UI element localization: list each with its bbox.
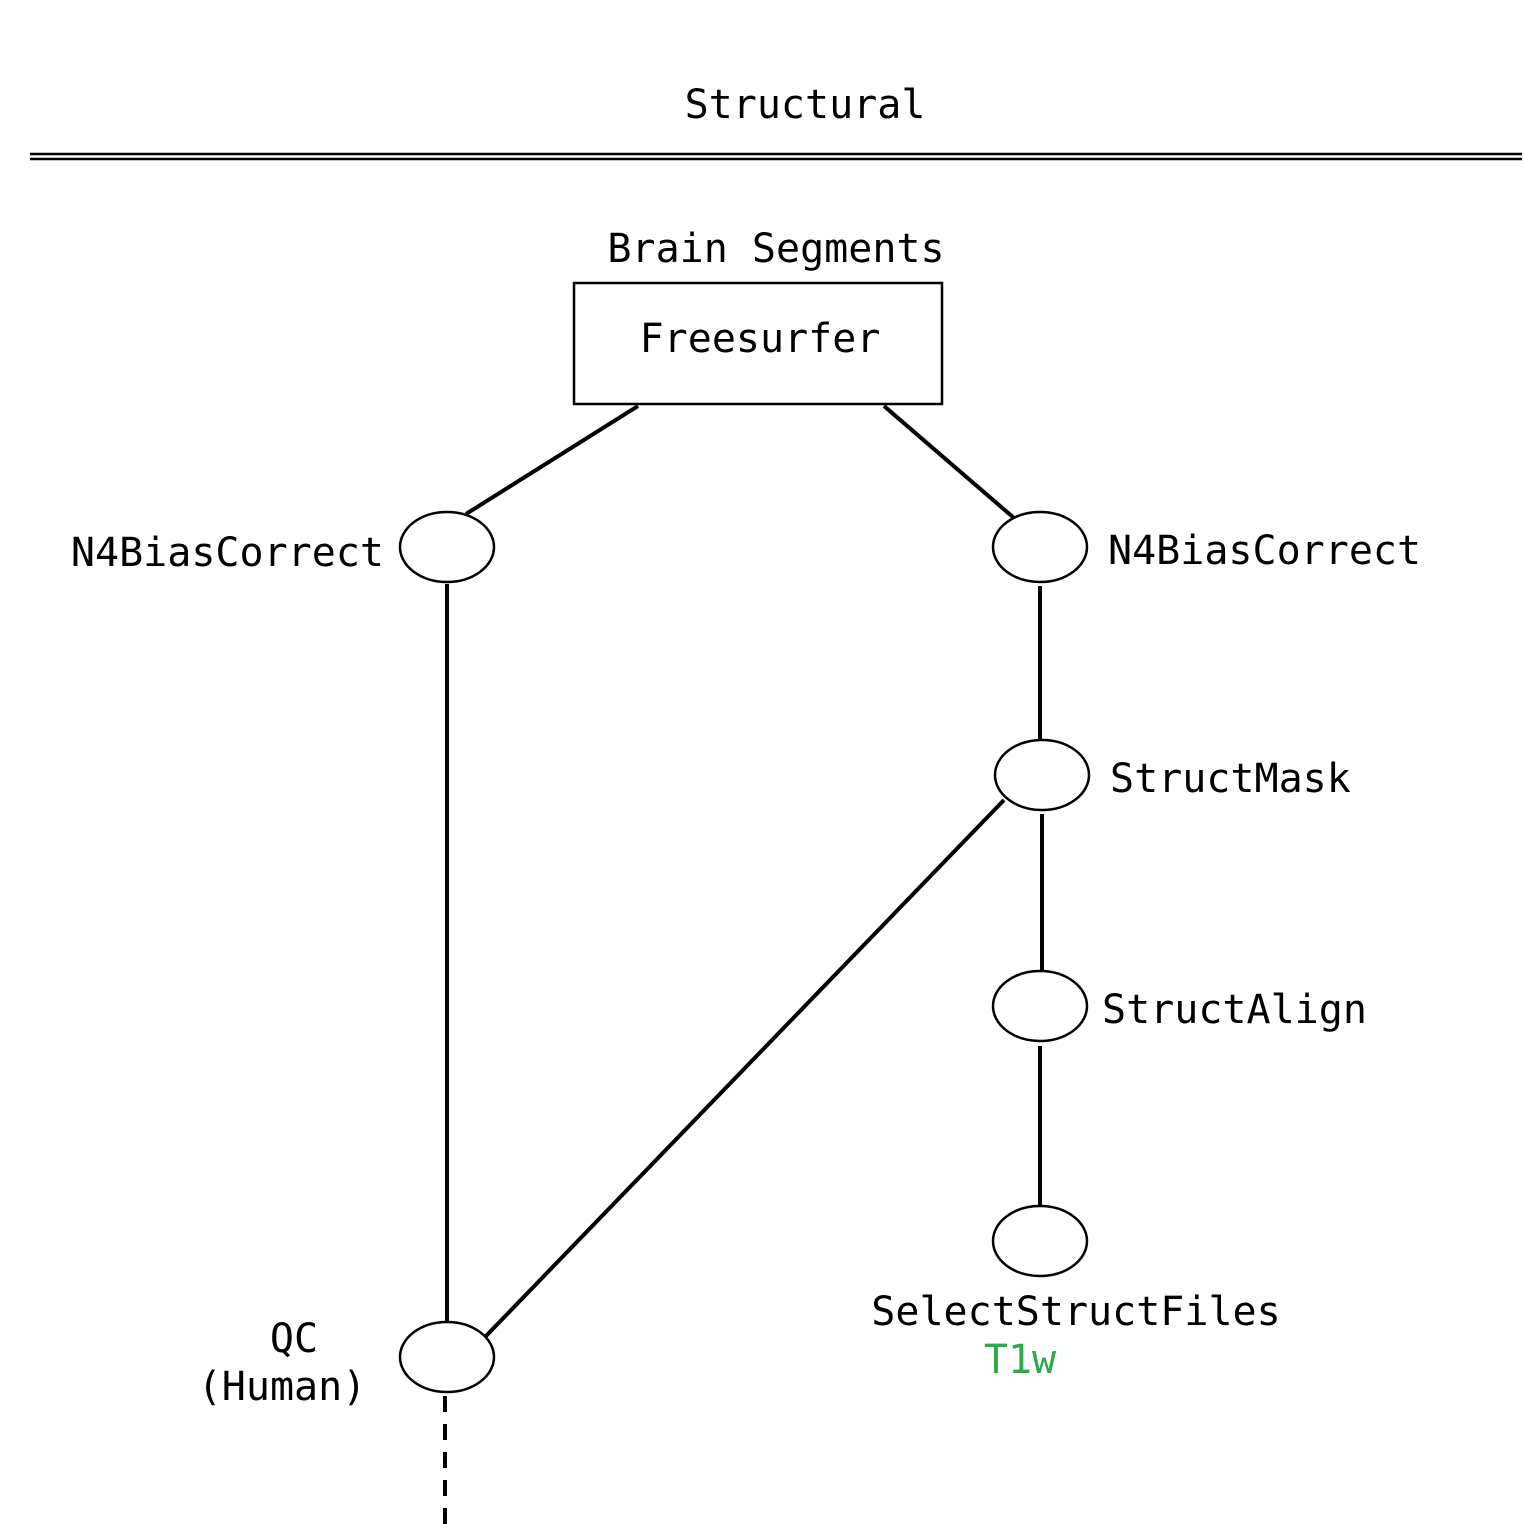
node-n4-left <box>398 510 496 584</box>
label-structalign: StructAlign <box>1102 987 1367 1033</box>
node-structalign <box>991 969 1089 1043</box>
label-qc: QC <box>270 1316 318 1362</box>
node-structmask <box>993 738 1091 812</box>
freesurfer-box <box>572 281 944 406</box>
label-qc-human: (Human) <box>198 1364 367 1410</box>
label-structmask: StructMask <box>1110 756 1351 802</box>
freesurfer-label: Freesurfer <box>640 316 881 362</box>
node-n4-right <box>991 510 1089 584</box>
edge-freesurfer-n4-left <box>464 404 640 516</box>
edge-freesurfer-n4-right <box>882 404 1016 520</box>
section-title: Structural <box>685 82 926 128</box>
node-selectstructfiles <box>991 1204 1089 1278</box>
brain-segments-caption: Brain Segments <box>607 226 944 272</box>
label-t1w-tag: T1w <box>984 1337 1057 1383</box>
label-n4-left: N4BiasCorrect <box>71 530 384 576</box>
edge-structmask-qc <box>484 798 1006 1338</box>
label-n4-right: N4BiasCorrect <box>1108 528 1421 574</box>
label-selectstructfiles: SelectStructFiles <box>871 1289 1280 1335</box>
node-qc <box>398 1320 496 1394</box>
